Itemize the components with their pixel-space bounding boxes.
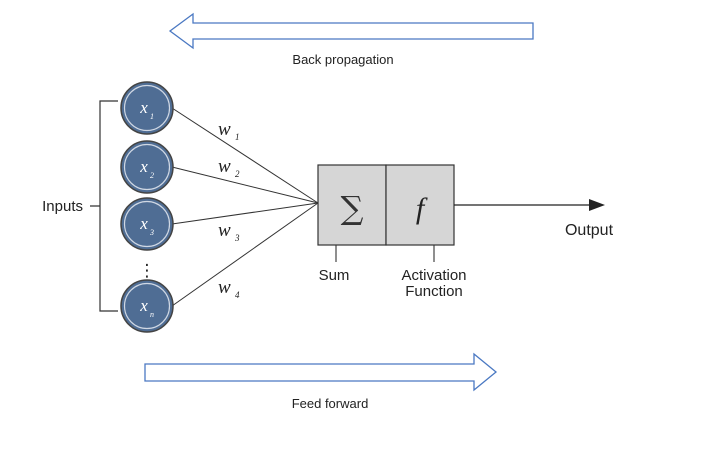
weight-label-3: w 3 (218, 220, 240, 243)
input-node-n: x n (120, 279, 174, 333)
activation-label-line1: Activation (401, 267, 466, 284)
sum-symbol: ∑ (341, 189, 364, 227)
inputs-bracket (90, 100, 118, 312)
activation-label-line2: Function (405, 283, 463, 300)
connection-line (171, 166, 319, 204)
connection-line (171, 202, 319, 307)
inputs-ellipsis: ⋮ (139, 261, 156, 280)
back-propagation-label: Back propagation (292, 52, 393, 67)
input-node-1-sub: 1 (150, 112, 154, 121)
inputs-label: Inputs (42, 198, 83, 215)
weight-connections (171, 107, 319, 307)
weight-label-1: w 1 (218, 119, 240, 142)
input-node-n-var: x (139, 296, 148, 315)
input-node-2-sub: 2 (150, 171, 154, 180)
connection-line (171, 202, 319, 225)
weight-3-var: w (218, 220, 231, 241)
connection-line (171, 107, 319, 204)
input-node-1-var: x (139, 98, 148, 117)
weight-2-var: w (218, 156, 231, 177)
input-node-3-sub: 3 (149, 228, 154, 237)
weight-label-4: w 4 (218, 277, 240, 300)
input-node-3: x 3 (120, 197, 174, 251)
weight-2-sub: 2 (235, 169, 240, 179)
feed-forward-label: Feed forward (292, 396, 369, 411)
input-node-1: x 1 (120, 81, 174, 135)
weight-1-var: w (218, 119, 231, 140)
output-label: Output (565, 222, 614, 239)
weight-label-2: w 2 (218, 156, 240, 179)
back-propagation-arrow (168, 12, 534, 50)
activation-box (385, 164, 455, 246)
input-node-n-sub: n (150, 310, 154, 319)
weight-4-var: w (218, 277, 231, 298)
input-node-2-var: x (139, 157, 148, 176)
sum-label: Sum (319, 267, 350, 284)
feed-forward-arrow (144, 352, 498, 392)
weight-3-sub: 3 (234, 233, 240, 243)
input-node-2: x 2 (120, 140, 174, 194)
input-node-3-var: x (139, 214, 148, 233)
weight-1-sub: 1 (235, 132, 240, 142)
sum-box (317, 164, 387, 246)
weight-4-sub: 4 (235, 290, 240, 300)
output-arrow-head (589, 199, 605, 211)
